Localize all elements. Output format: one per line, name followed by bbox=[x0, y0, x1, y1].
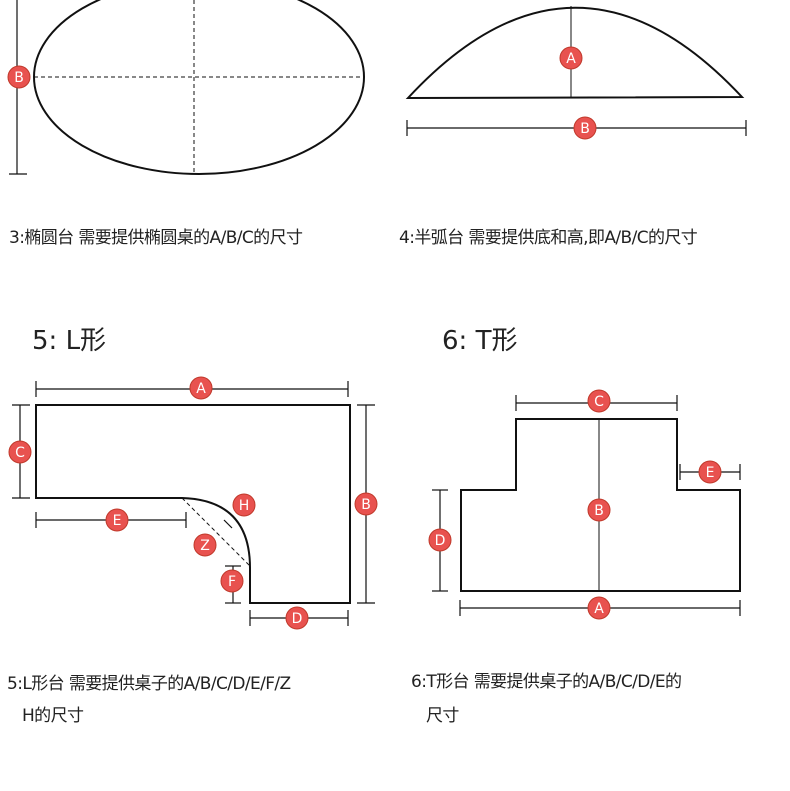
marker-h-l-shape: H bbox=[232, 493, 256, 517]
svg-text:C: C bbox=[15, 445, 25, 461]
svg-text:B: B bbox=[14, 70, 24, 86]
marker-c-l-shape: C bbox=[8, 440, 32, 464]
title-t-shape: 6: T形 bbox=[442, 326, 518, 356]
svg-text:D: D bbox=[435, 533, 446, 549]
marker-f-l-shape: F bbox=[220, 569, 244, 593]
marker-d-l-shape: D bbox=[285, 606, 309, 630]
l-shape-outline bbox=[35, 404, 351, 604]
caption-l-shape-line2: H的尺寸 bbox=[22, 706, 84, 726]
ellipse-table-diagram: B bbox=[7, 0, 365, 175]
svg-text:D: D bbox=[292, 611, 303, 627]
semicircle-table-diagram: A B bbox=[405, 6, 747, 140]
marker-z-l-shape: Z bbox=[193, 533, 217, 557]
marker-e-t-shape: E bbox=[698, 460, 722, 484]
marker-a-t-shape: A bbox=[587, 596, 611, 620]
caption-t-shape-line2: 尺寸 bbox=[426, 706, 459, 726]
svg-text:F: F bbox=[228, 574, 236, 590]
marker-b-semicircle: B bbox=[573, 116, 597, 140]
l-shape-table-diagram: A B C D E bbox=[8, 376, 378, 630]
svg-text:B: B bbox=[594, 503, 604, 519]
marker-a-semicircle: A bbox=[559, 46, 583, 70]
svg-text:C: C bbox=[594, 394, 604, 410]
l-shape-h-tick bbox=[223, 519, 233, 529]
l-shape-chord-z bbox=[181, 497, 251, 567]
marker-b-t-shape: B bbox=[587, 498, 611, 522]
marker-c-t-shape: C bbox=[587, 389, 611, 413]
marker-a-l-shape: A bbox=[189, 376, 213, 400]
semicircle-outline bbox=[405, 6, 745, 100]
title-l-shape: 5: L形 bbox=[32, 326, 107, 356]
svg-text:A: A bbox=[196, 381, 206, 397]
svg-text:E: E bbox=[706, 465, 715, 481]
caption-ellipse: 3:椭圆台 需要提供椭圆桌的A/B/C的尺寸 bbox=[9, 228, 303, 248]
svg-text:Z: Z bbox=[200, 538, 210, 554]
marker-e-l-shape: E bbox=[105, 508, 129, 532]
marker-d-t-shape: D bbox=[428, 528, 452, 552]
marker-b-ellipse: B bbox=[7, 65, 31, 89]
t-shape-outline bbox=[460, 418, 741, 592]
svg-text:H: H bbox=[239, 498, 250, 514]
svg-text:A: A bbox=[566, 51, 576, 67]
marker-b-l-shape: B bbox=[354, 492, 378, 516]
caption-t-shape-line1: 6:T形台 需要提供桌子的A/B/C/D/E的 bbox=[411, 672, 682, 692]
ellipse-outline bbox=[33, 0, 365, 175]
caption-semicircle: 4:半弧台 需要提供底和高,即A/B/C的尺寸 bbox=[399, 228, 698, 248]
t-shape-table-diagram: A B C D E bbox=[428, 389, 741, 620]
svg-text:B: B bbox=[361, 497, 371, 513]
caption-l-shape-line1: 5:L形台 需要提供桌子的A/B/C/D/E/F/Z bbox=[7, 674, 291, 694]
svg-text:A: A bbox=[594, 601, 604, 617]
svg-text:B: B bbox=[580, 121, 590, 137]
svg-text:E: E bbox=[113, 513, 122, 529]
